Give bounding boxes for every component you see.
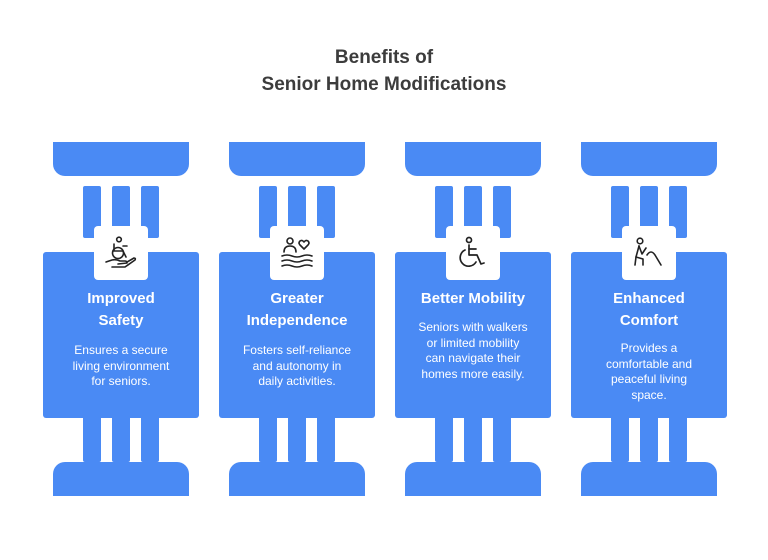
pillar-column — [317, 186, 335, 238]
pillar-greater-independence: Greater Independence Fosters self-relian… — [219, 142, 375, 496]
pillar-description-line: can navigate their — [425, 351, 521, 365]
pillar-base — [53, 462, 189, 496]
pillar-base — [581, 462, 717, 496]
pillar-cap — [581, 142, 717, 176]
pillar-column — [669, 410, 687, 462]
pillar-description-line: comfortable and — [605, 356, 693, 371]
pillar-enhanced-comfort: Enhanced Comfort Provides a comfortable … — [571, 142, 727, 496]
pillar-description-line: Ensures a secure — [74, 343, 168, 357]
pillar-description-line: Seniors with walkers — [418, 320, 528, 334]
pillar-description-line: peaceful living — [610, 372, 688, 386]
pillar-column — [112, 186, 130, 238]
pillar-column — [435, 186, 453, 238]
pillar-better-mobility: Better Mobility Seniors with walkers or … — [395, 142, 551, 496]
pillar-improved-safety: Improved Safety Ensures a secure living … — [43, 142, 199, 496]
pillar-column — [464, 186, 482, 238]
wheelchair-user-icon — [446, 226, 500, 280]
pillar-title: Improved Safety — [43, 288, 199, 332]
pillar-column — [435, 410, 453, 462]
pillar-column — [317, 410, 335, 462]
page-title: Benefits of Senior Home Modifications — [0, 44, 768, 98]
pillar-column — [141, 186, 159, 238]
pillar-description: Ensures a secure living environment for … — [49, 343, 193, 390]
pillar-column — [83, 410, 101, 462]
pillar-description: Seniors with walkers or limited mobility… — [401, 320, 545, 382]
pillar-cap — [53, 142, 189, 176]
pillar-title-line: Independence — [246, 312, 348, 329]
pillar-title: Enhanced Comfort — [571, 288, 727, 332]
pillar-column — [141, 410, 159, 462]
pillar-description-line: and autonomy in — [252, 358, 342, 373]
pillar-column — [83, 186, 101, 238]
pillar-description-line: homes more easily. — [421, 366, 525, 381]
title-line-1: Benefits of — [334, 47, 434, 68]
pillar-description: Provides a comfortable and peaceful livi… — [577, 341, 721, 403]
pillar-title: Greater Independence — [219, 288, 375, 332]
pillar-column — [259, 410, 277, 462]
person-relaxing-icon — [622, 226, 676, 280]
pillar-cap — [405, 142, 541, 176]
pillar-description-line: daily activities. — [258, 374, 336, 388]
pillar-column — [669, 186, 687, 238]
pillar-column — [611, 410, 629, 462]
pillar-column — [288, 410, 306, 462]
pillar-title-line: Greater — [270, 290, 324, 307]
pillar-column — [288, 186, 306, 238]
pillar-column — [259, 186, 277, 238]
pillar-title-line: Safety — [98, 312, 144, 329]
pillar-description-line: Fosters self-reliance — [242, 343, 352, 357]
pillar-description-line: living environment — [72, 358, 170, 373]
wheelchair-hand-icon — [94, 226, 148, 280]
pillar-description-line: for seniors. — [91, 374, 151, 388]
pillar-base — [405, 462, 541, 496]
pillar-column — [611, 186, 629, 238]
pillar-title: Better Mobility — [395, 288, 551, 310]
pillar-description-line: space. — [631, 387, 667, 402]
pillar-title-line: Improved — [87, 290, 155, 307]
pillar-base — [229, 462, 365, 496]
pillar-title-line: Better Mobility — [420, 290, 526, 307]
pillar-cap — [229, 142, 365, 176]
pillar-description-line: or limited mobility — [426, 335, 520, 350]
pillar-description: Fosters self-reliance and autonomy in da… — [225, 343, 369, 390]
pillar-column — [640, 186, 658, 238]
pillar-title-line: Comfort — [619, 312, 679, 329]
pillar-title-line: Enhanced — [613, 290, 685, 307]
pillar-column — [112, 410, 130, 462]
pillar-column — [493, 410, 511, 462]
title-line-2: Senior Home Modifications — [261, 74, 507, 95]
pillar-column — [493, 186, 511, 238]
pillar-column — [464, 410, 482, 462]
person-heart-waves-icon — [270, 226, 324, 280]
pillar-column — [640, 410, 658, 462]
pillar-description-line: Provides a — [620, 341, 678, 355]
